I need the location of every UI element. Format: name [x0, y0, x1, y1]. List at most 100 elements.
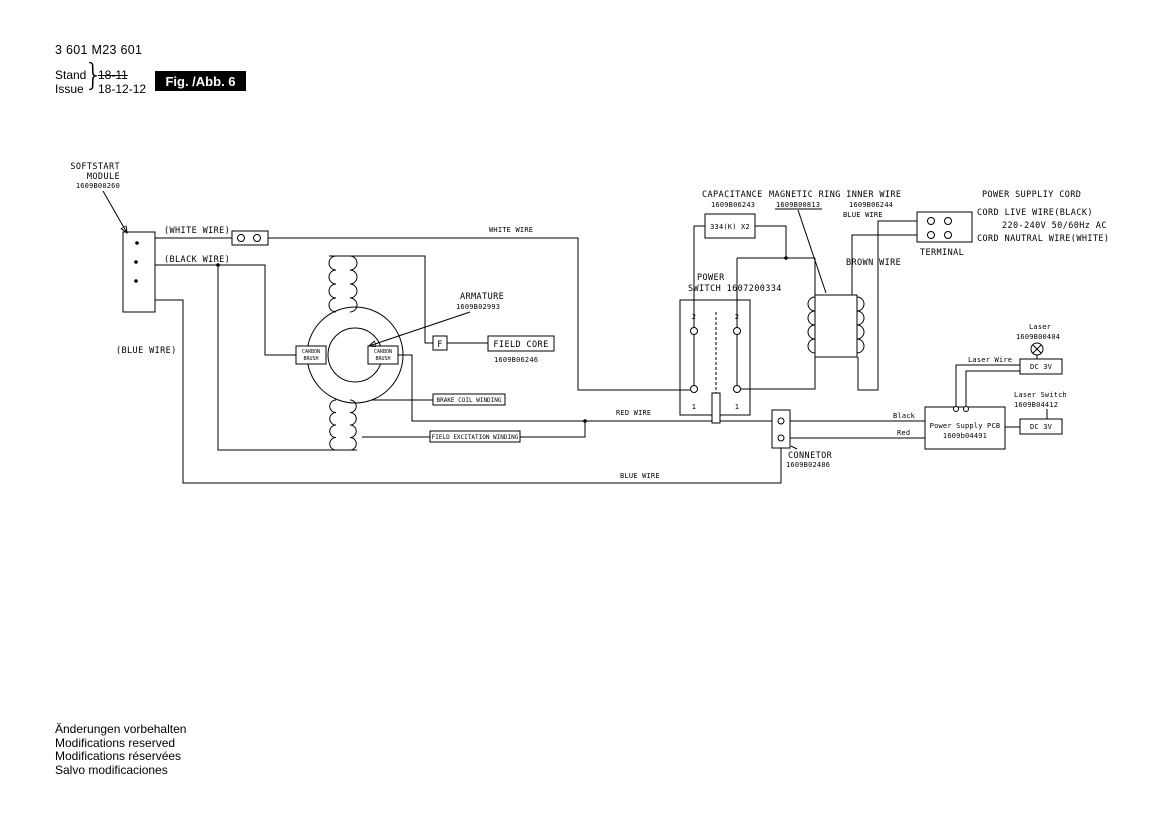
- label-carbon-brush: BRUSH: [303, 356, 318, 362]
- armature-pointer-line: [369, 311, 471, 346]
- dc3v-box-1: [1019, 358, 1063, 375]
- switch-actuator: [711, 392, 721, 424]
- label-white-wire: (WHITE WIRE): [164, 226, 230, 236]
- connector-pin: [253, 234, 261, 242]
- ring-pointer-line: [797, 209, 827, 294]
- footer-notes: Änderungen vorbehalten Modifications res…: [55, 722, 187, 777]
- laser-wire-line: [965, 370, 1020, 407]
- label-red-wire: RED WIRE: [616, 409, 651, 417]
- figure-label: Fig. /Abb. 6: [155, 71, 246, 91]
- document-number: 3 601 M23 601: [55, 43, 143, 57]
- label-black-lead: Black: [893, 412, 916, 420]
- switch-contact: [690, 327, 698, 335]
- label-laser: Laser: [1029, 323, 1051, 331]
- label-capacitance: CAPACITANCE: [702, 190, 763, 200]
- connector-pin: [777, 434, 785, 442]
- label-brown-wire: BROWN WIRE: [846, 258, 901, 268]
- label-armature: ARMATURE: [460, 292, 504, 302]
- label-carbon-brush: BRUSH: [375, 356, 390, 362]
- label-terminal: TERMINAL: [920, 248, 964, 258]
- softstart-terminal-dot: [135, 241, 139, 245]
- label-cord-live: CORD LIVE WIRE(BLACK): [977, 208, 1093, 218]
- label-red-lead: Red: [897, 429, 910, 437]
- label-blue-wire-right: BLUE WIRE: [843, 211, 883, 219]
- label-softstart: MODULE: [87, 172, 120, 182]
- top-field-coil: [349, 255, 358, 313]
- label-carbon-brush: CARBON: [374, 349, 392, 355]
- label-blue-wire: (BLUE WIRE): [116, 346, 177, 356]
- mains-wiring: [851, 220, 917, 391]
- softstart-pointer-line: [102, 190, 127, 233]
- label-power-switch: POWER: [697, 273, 725, 283]
- terminal-box: [916, 211, 973, 243]
- ring-coil-right: [856, 296, 865, 354]
- magnetic-ring: [741, 208, 865, 390]
- switch-terminal-2: 2: [692, 313, 696, 321]
- label-dc3v-2: DC 3V: [1030, 423, 1053, 431]
- label-softstart-pn: 1609B00260: [76, 182, 120, 190]
- stand-value: 18-11: [98, 68, 128, 82]
- footer-line-de: Änderungen vorbehalten: [55, 722, 187, 736]
- switch-terminal-2: 2: [735, 313, 739, 321]
- switch-contact: [690, 385, 698, 393]
- junction-dot: [784, 256, 788, 260]
- connector: [771, 409, 798, 450]
- label-pcb-pn: 1609b04491: [943, 432, 987, 440]
- switch-terminal-1: 1: [735, 403, 739, 411]
- capacitance: [704, 213, 756, 239]
- label-carbon-brush: CARBON: [302, 349, 320, 355]
- switch-terminal-1: 1: [692, 403, 696, 411]
- label-power-switch-pn: SWITCH 1607200334: [688, 284, 782, 294]
- label-connector: CONNETOR: [788, 451, 833, 461]
- pcb-pin: [953, 406, 959, 412]
- terminal-pin: [944, 231, 952, 239]
- blue-wire: [155, 299, 782, 484]
- laser-wire-line: [955, 364, 1020, 407]
- label-magnetic-ring-pn: 1609B00813: [776, 201, 820, 209]
- bottom-field-coil: [329, 399, 337, 451]
- label-softstart: SOFTSTART: [70, 162, 120, 172]
- field-feed-line: [329, 255, 433, 344]
- label-laser-switch: Laser Switch: [1014, 391, 1067, 399]
- white-wire: [155, 230, 690, 391]
- label-capacitance-pn: 1609B06243: [711, 201, 755, 209]
- blue-wire-right: [851, 234, 917, 295]
- red-wire: [398, 354, 772, 422]
- terminal-pin: [944, 217, 952, 225]
- terminal-block: [916, 211, 973, 243]
- label-black-wire: (BLACK WIRE): [164, 255, 230, 265]
- softstart-module-box: [122, 231, 156, 313]
- switch-contact: [733, 385, 741, 393]
- label-pcb: Power Supply PCB: [930, 422, 1001, 430]
- issue-value: 18-12-12: [98, 82, 147, 96]
- label-blue-wire-bottom: BLUE WIRE: [620, 472, 660, 480]
- label-armature-pn: 1609B02993: [456, 303, 500, 311]
- label-connector-pn: 1609B02406: [786, 461, 830, 469]
- label-field-core: FIELD CORE: [493, 340, 548, 350]
- footer-line-fr: Modifications réservées: [55, 749, 182, 763]
- label-cord-neutral: CORD NAUTRAL WIRE(WHITE): [977, 234, 1109, 244]
- bottom-field-coil: [349, 399, 357, 451]
- terminal-pin: [927, 231, 935, 239]
- top-field-coil: [328, 255, 337, 313]
- connector-pin: [237, 234, 245, 242]
- field-core-box: [487, 335, 555, 352]
- label-power-supply-cord: POWER SUPPLIY CORD: [982, 190, 1081, 200]
- label-magnetic-ring: MAGNETIC RING INNER WIRE: [769, 190, 901, 200]
- footer-line-es: Salvo modificaciones: [55, 762, 168, 777]
- softstart-module: [102, 190, 156, 313]
- terminal-pin: [927, 217, 935, 225]
- switch-contact: [733, 327, 741, 335]
- ring-coil-left: [807, 296, 816, 354]
- label-laser-wire: Laser Wire: [968, 356, 1012, 364]
- label-f: F: [437, 340, 443, 350]
- label-brake-coil-winding: BRAKE COIL WINDING: [436, 397, 501, 404]
- winding-callouts: [362, 393, 587, 443]
- softstart-terminal-dot: [134, 260, 138, 264]
- power-switch: [679, 225, 815, 424]
- label-dc3v-1: DC 3V: [1030, 363, 1053, 371]
- black-wire: [155, 263, 357, 451]
- label-laser-switch-pn: 1609B04412: [1014, 401, 1058, 409]
